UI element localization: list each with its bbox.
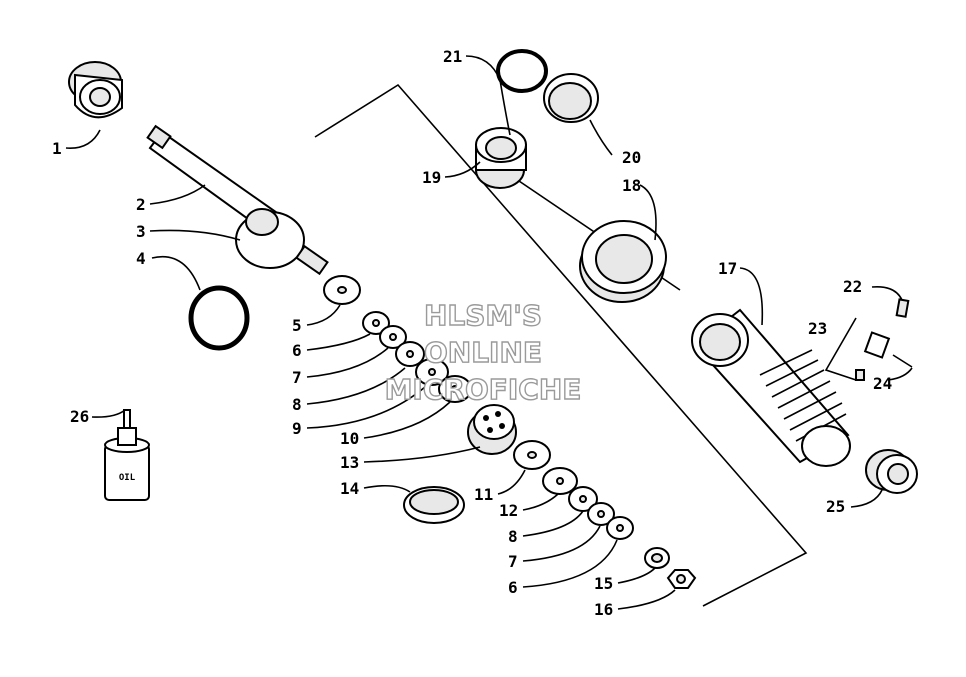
label-18: 18	[622, 176, 641, 195]
label-17: 17	[718, 259, 737, 278]
label-6b: 6	[508, 578, 518, 597]
part-9-washer	[415, 358, 449, 386]
leader-lines	[65, 55, 913, 610]
part-18-spring-retainer	[579, 220, 667, 303]
label-2: 2	[136, 195, 146, 214]
part-26-oil-bottle: OIL	[104, 409, 150, 501]
part-7b-washer	[587, 502, 615, 526]
part-15-washer	[644, 547, 670, 569]
bottle-label: OIL	[119, 473, 136, 483]
part-3-seal-head	[235, 208, 329, 276]
label-24: 24	[873, 374, 892, 393]
part-6-washer	[362, 311, 390, 335]
label-14: 14	[340, 479, 359, 498]
part-1-eyelet	[68, 61, 123, 119]
watermark-line-2: ONLINE	[424, 336, 542, 369]
label-15: 15	[594, 574, 613, 593]
part-4-o-ring	[188, 285, 250, 351]
label-6a: 6	[292, 341, 302, 360]
part-13-piston	[467, 404, 517, 455]
label-21: 21	[443, 47, 462, 66]
label-3: 3	[136, 222, 146, 241]
label-8b: 8	[508, 527, 518, 546]
label-13: 13	[340, 453, 359, 472]
label-12: 12	[499, 501, 518, 520]
label-7a: 7	[292, 368, 302, 387]
label-11: 11	[474, 485, 493, 504]
label-10: 10	[340, 429, 359, 448]
part-labels: 1 2 3 4 5 6 7 8 9 10 13 14 11 12 8 7 6 1…	[52, 47, 892, 619]
part-21-ring	[496, 49, 548, 93]
label-20: 20	[622, 148, 641, 167]
part-22-screw	[895, 298, 910, 318]
label-4: 4	[136, 249, 146, 268]
part-14-piston-ring	[403, 486, 465, 524]
label-9: 9	[292, 419, 302, 438]
watermark-line-3: MICROFICHE	[385, 373, 582, 406]
watermark: HLSM'S ONLINE MICROFICHE	[384, 298, 582, 406]
part-10-washer	[438, 375, 472, 403]
part-8-washer	[395, 341, 425, 367]
label-7b: 7	[508, 552, 518, 571]
label-8a: 8	[292, 395, 302, 414]
part-25-eyelet	[865, 449, 918, 494]
label-22: 22	[843, 277, 862, 296]
exploded-view-boundary	[314, 83, 808, 607]
part-17-shock-body	[691, 308, 851, 467]
part-12-washer	[542, 467, 578, 495]
part-7-washer	[379, 325, 407, 349]
label-16: 16	[594, 600, 613, 619]
part-16-nut	[666, 569, 697, 589]
label-19: 19	[422, 168, 441, 187]
label-26: 26	[70, 407, 89, 426]
part-19-reservoir-cap	[475, 127, 527, 189]
part-5-washer	[323, 275, 361, 305]
label-23: 23	[808, 319, 827, 338]
part-24-screw	[892, 354, 913, 368]
label-5: 5	[292, 316, 302, 335]
part-20-cap-ring	[543, 73, 599, 123]
part-11-washer	[513, 440, 551, 470]
watermark-line-1: HLSM'S	[424, 299, 542, 332]
part-23-valve-assembly	[824, 317, 891, 381]
label-25: 25	[826, 497, 845, 516]
part-6b-washer	[606, 516, 634, 540]
label-1: 1	[52, 139, 62, 158]
